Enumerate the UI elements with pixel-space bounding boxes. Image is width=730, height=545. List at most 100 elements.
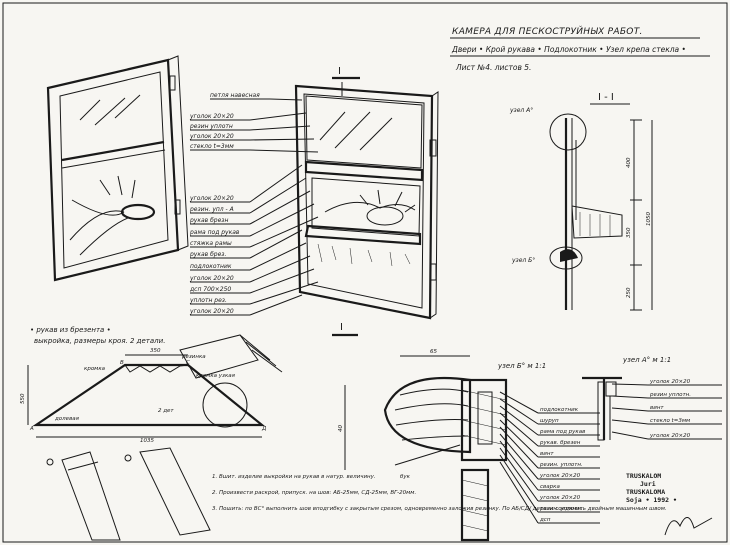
node-a-callout-leader — [611, 395, 649, 399]
sleeve-pattern: • рукав из брезента • выкройка, размеры … — [20, 326, 283, 541]
door-callout-label: резин уплотн — [189, 123, 233, 130]
door-callout-leader — [249, 268, 315, 294]
node-b-callout-leader — [499, 391, 539, 414]
door-callout-label: уголок 20×20 — [189, 195, 234, 202]
sleeve-label-b: B — [120, 360, 124, 366]
sleeve-notes: 1. Вшит. изделие выкройки на рукав в нат… — [212, 474, 667, 512]
node-a-callout-leader — [611, 407, 649, 412]
door-callout-leader — [249, 216, 319, 248]
node-a-label: узел А° — [509, 107, 533, 114]
center-dimension: 40 — [338, 385, 346, 470]
sleeve-label-edge: кромка — [84, 366, 106, 372]
door-callout-label: уголок 20×20 — [189, 308, 234, 315]
node-b-callout-leader — [499, 440, 539, 491]
door-callout-label: петля навесная — [210, 92, 260, 99]
node-a-callout-leader — [611, 383, 649, 386]
door-callout-leader — [249, 164, 303, 203]
door-callout-label: резин. упл - А — [189, 206, 234, 213]
title-line-1: КАМЕРА ДЛЯ ПЕСКОСТРУЙНЫХ РАБОТ. — [452, 25, 643, 37]
door-callout-leader — [249, 190, 311, 225]
node-b-callouts: подлокотник шуруп рама под рукав рукав. бре… — [499, 391, 600, 524]
node-b-dim-side: 40 — [338, 425, 344, 432]
node-a-detail: узел А° м 1:1 — [582, 356, 671, 441]
sleeve-label-lengthwise: долевая — [54, 416, 80, 422]
door-callout-label: уплотн рез. — [189, 297, 227, 304]
node-a-callout-label: стекло t=3мм — [650, 418, 690, 424]
node-b-callout-label: дсп — [539, 517, 551, 523]
node-b-callout-leader — [499, 461, 539, 524]
door-callout-leader — [249, 281, 319, 305]
node-b-detail: узел Б° м 1:1 65 бук — [383, 349, 546, 542]
node-b-callout-label: рама под рукав — [539, 429, 585, 435]
node-a-callout-label: уголок 20×20 — [649, 433, 691, 439]
sleeve-label-2-parts: 2 дет — [158, 408, 174, 414]
door-callout-label: подлокотник — [190, 263, 232, 270]
node-b-title: узел Б° м 1:1 — [497, 362, 546, 370]
node-b-callout-leader — [499, 398, 539, 425]
title-block: КАМЕРА ДЛЯ ПЕСКОСТРУЙНЫХ РАБОТ. Двери • … — [450, 25, 710, 72]
door-callout-label: уголок 20×20 — [189, 133, 234, 140]
node-b-callout-label: шуруп — [540, 418, 559, 424]
node-b-label: узел Б° — [511, 257, 535, 264]
door-callout-leader — [269, 98, 303, 101]
node-b-callout-label: резин. уплотн. — [539, 462, 583, 468]
door-callout-label: уголок 20×20 — [189, 113, 234, 120]
door-callout-leader — [249, 112, 307, 121]
node-a-callout-label: уголок 20×20 — [649, 379, 691, 385]
door-callout-label: уголок 20×20 — [189, 275, 234, 282]
door-callout-leader — [249, 229, 303, 259]
door-callout-label: стекло t=3мм — [190, 143, 234, 150]
sleeve-label-elastic: резинка — [181, 354, 206, 360]
door-callout-label: дсп 700×250 — [189, 286, 231, 293]
node-b-callout-label: уголок 20×20 — [539, 473, 581, 479]
sleeve-note-1: 1. Вшит. изделие выкройки на рукав в нат… — [212, 474, 376, 480]
section-title: I - I — [598, 92, 614, 103]
section-marker-bottom: I — [340, 322, 343, 333]
handwritten-signature — [664, 517, 713, 536]
door-callout-leader — [249, 125, 311, 131]
node-b-callout-leader — [499, 412, 539, 447]
door-callout-label: рама под рукав — [189, 229, 240, 236]
door-callout-list: петля навесная уголок 20×20 резин уплотн уг… — [189, 92, 319, 316]
door-callout-leader — [249, 242, 307, 271]
node-b-callout-label: резин. уплотн. — [539, 506, 583, 512]
node-b-dim: 65 — [430, 349, 437, 355]
node-b-callout-leader — [499, 454, 539, 513]
door-callout-leader — [249, 203, 315, 237]
sleeve-label-a: A — [29, 426, 34, 432]
title-line-2: Двери • Крой рукава • Подлокотник • Узел… — [451, 45, 686, 54]
node-b-callout-leader — [499, 433, 539, 480]
signature-line-3: TRUSKALOMA — [626, 488, 665, 496]
node-a-circle — [549, 113, 587, 151]
node-b-callout-label: рукав. брезен — [539, 440, 581, 446]
signature-line-4: Soja • 1992 • — [626, 496, 677, 504]
section-dim-1: 400 — [626, 157, 632, 168]
sleeve-label-d: Д — [261, 426, 267, 432]
section-dim-total: 1050 — [646, 212, 652, 226]
door-callout-label: стяжка рамы — [190, 240, 232, 247]
section-dim-2: 350 — [626, 227, 632, 238]
signature-block: TRUSKALOM Juri TRUSKALOMA Soja • 1992 • — [626, 472, 713, 536]
node-a-callout-leader — [611, 419, 649, 425]
node-b-callout-leader — [499, 426, 539, 469]
signature-line-2: Juri — [640, 480, 656, 488]
node-b-callout-label: уголок 20×20 — [539, 495, 581, 501]
door-callout-label: рукав брезн — [189, 217, 228, 224]
node-b-callout-label: винт — [540, 451, 554, 457]
node-a-callout-label: винт — [650, 405, 664, 411]
sleeve-heading-1: • рукав из брезента • — [30, 326, 111, 334]
left-door-drawing — [46, 55, 189, 282]
node-a-callouts: уголок 20×20 резин уплотн. винт стекло t=3м… — [611, 379, 722, 440]
signature-line-1: TRUSKALOM — [626, 472, 661, 480]
sleeve-note-2: 2. Произвести раскрой, припуск. на шов: … — [212, 490, 416, 496]
door-callout-leader — [249, 255, 311, 283]
node-a-callout-label: резин уплотн. — [649, 392, 691, 398]
section-dim-3: 250 — [626, 287, 632, 298]
sleeve-heading-2: выкройка, размеры кроя. 2 детали. — [34, 337, 165, 345]
node-b-label-beech: бук — [400, 474, 411, 480]
door-callout-label: рукав брез. — [189, 251, 226, 258]
node-b-callout-label: сварка — [540, 484, 560, 490]
node-b-callout-label: подлокотник — [540, 407, 579, 413]
